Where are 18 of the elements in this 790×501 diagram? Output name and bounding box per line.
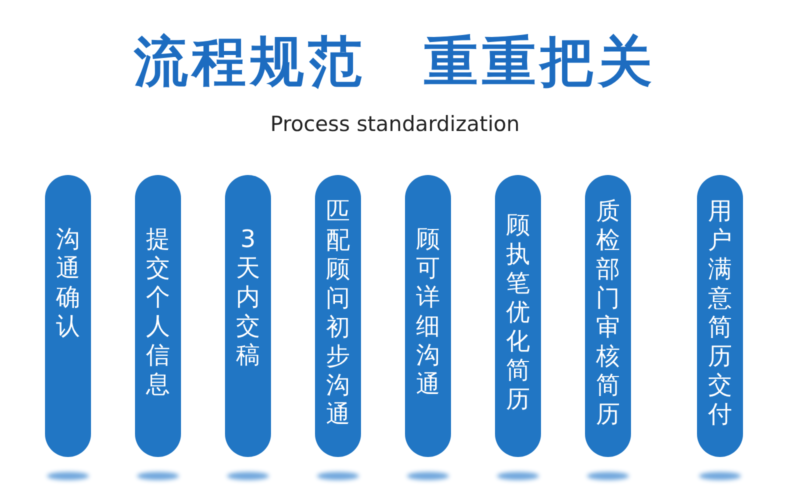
step-pill (405, 175, 451, 457)
step-pill (697, 175, 743, 457)
title: 流程规范 重重把关 (132, 30, 657, 94)
step-text: 匹配顾问初步沟通 (325, 197, 351, 429)
step-text: 沟通确认 (55, 225, 81, 341)
step-pill (495, 175, 541, 457)
subtitle: Process standardization (269, 111, 521, 138)
step-text: 质检部门审核简历 (595, 197, 621, 429)
step-pill (45, 175, 91, 457)
step-text: 提交个人信息 (145, 225, 171, 399)
step-pill (135, 175, 181, 457)
step-pill (225, 175, 271, 457)
step-text: 3天内交稿 (235, 225, 261, 370)
step-text: 用户满意简历交付 (707, 197, 733, 429)
step-pill (315, 175, 361, 457)
step-pill (585, 175, 631, 457)
step-text: 顾可详细沟通 (415, 225, 441, 399)
step-text: 顾执笔优化简历 (505, 211, 531, 414)
